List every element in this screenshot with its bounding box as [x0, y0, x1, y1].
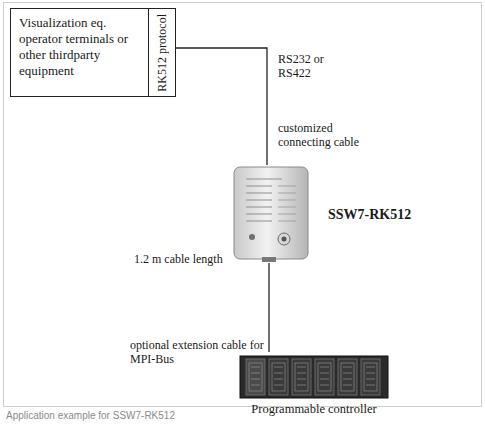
housing-print — [278, 186, 296, 187]
cable-line — [268, 263, 269, 352]
module-slot — [366, 385, 375, 386]
cable-gland — [262, 257, 276, 262]
plc-module — [361, 359, 380, 395]
module-slot — [274, 373, 283, 374]
equipment-text: Visualization eq. operator terminals or … — [11, 9, 148, 96]
housing-print — [278, 200, 296, 201]
module-slot — [343, 367, 352, 368]
module-slot — [251, 379, 260, 380]
module-slot — [297, 379, 306, 380]
module-slot — [320, 385, 329, 386]
device-name: SSW7-RK512 — [328, 207, 411, 223]
module-slot — [343, 385, 352, 386]
module-slot — [274, 367, 283, 368]
module-slot — [251, 373, 260, 374]
housing-print — [246, 193, 272, 194]
module-slot — [366, 373, 375, 374]
housing-print — [278, 214, 296, 215]
plc-name: Programmable controller — [236, 402, 392, 417]
module-slot — [251, 367, 260, 368]
status-led — [249, 234, 255, 240]
module-slot — [343, 379, 352, 380]
cable-note: 1.2 m cable length — [134, 252, 223, 266]
plc-rack: Programmable controller — [236, 352, 392, 417]
protocol-strip: RK512 protocol — [148, 9, 175, 96]
device-housing — [234, 167, 308, 259]
module-front — [249, 363, 262, 391]
module-front — [318, 363, 331, 391]
module-slot — [297, 367, 306, 368]
module-front — [272, 363, 285, 391]
housing-print — [278, 193, 296, 194]
plc-module — [269, 359, 288, 395]
module-slot — [366, 367, 375, 368]
cable-note: optional extension cable for MPI-Bus — [130, 338, 275, 366]
module-slot — [274, 385, 283, 386]
module-slot — [320, 367, 329, 368]
plc-module — [315, 359, 334, 395]
module-slot — [320, 373, 329, 374]
module-slot — [366, 379, 375, 380]
cable-note: RS232 or RS422 — [278, 52, 338, 80]
equipment-box: Visualization eq. operator terminals or … — [10, 8, 176, 97]
module-front — [341, 363, 354, 391]
cable-line — [176, 48, 267, 165]
module-slot — [297, 385, 306, 386]
protocol-label: RK512 protocol — [155, 14, 169, 92]
housing-print — [246, 200, 272, 201]
socket — [282, 237, 287, 242]
housing-print — [246, 186, 272, 187]
housing-print — [246, 179, 282, 180]
housing-print — [278, 207, 296, 208]
module-slot — [251, 385, 260, 386]
socket — [278, 233, 290, 245]
housing-print — [278, 221, 296, 222]
module-slot — [274, 379, 283, 380]
housing-print — [246, 221, 272, 222]
plc-module — [338, 359, 357, 395]
device-illustration — [232, 165, 310, 263]
module-front — [295, 363, 308, 391]
figure-caption: Application example for SSW7-RK512 — [6, 410, 175, 422]
plc-illustration — [236, 352, 392, 400]
cable-note: customized connecting cable — [278, 121, 388, 149]
housing-print — [246, 214, 272, 215]
plc-module — [246, 359, 265, 395]
plc-module — [292, 359, 311, 395]
module-slot — [343, 373, 352, 374]
module-slot — [297, 373, 306, 374]
interface-device: SSW7-RK512 — [232, 165, 310, 263]
plc-rail — [240, 356, 388, 398]
module-slot — [320, 379, 329, 380]
module-front — [364, 363, 377, 391]
housing-print — [246, 207, 272, 208]
